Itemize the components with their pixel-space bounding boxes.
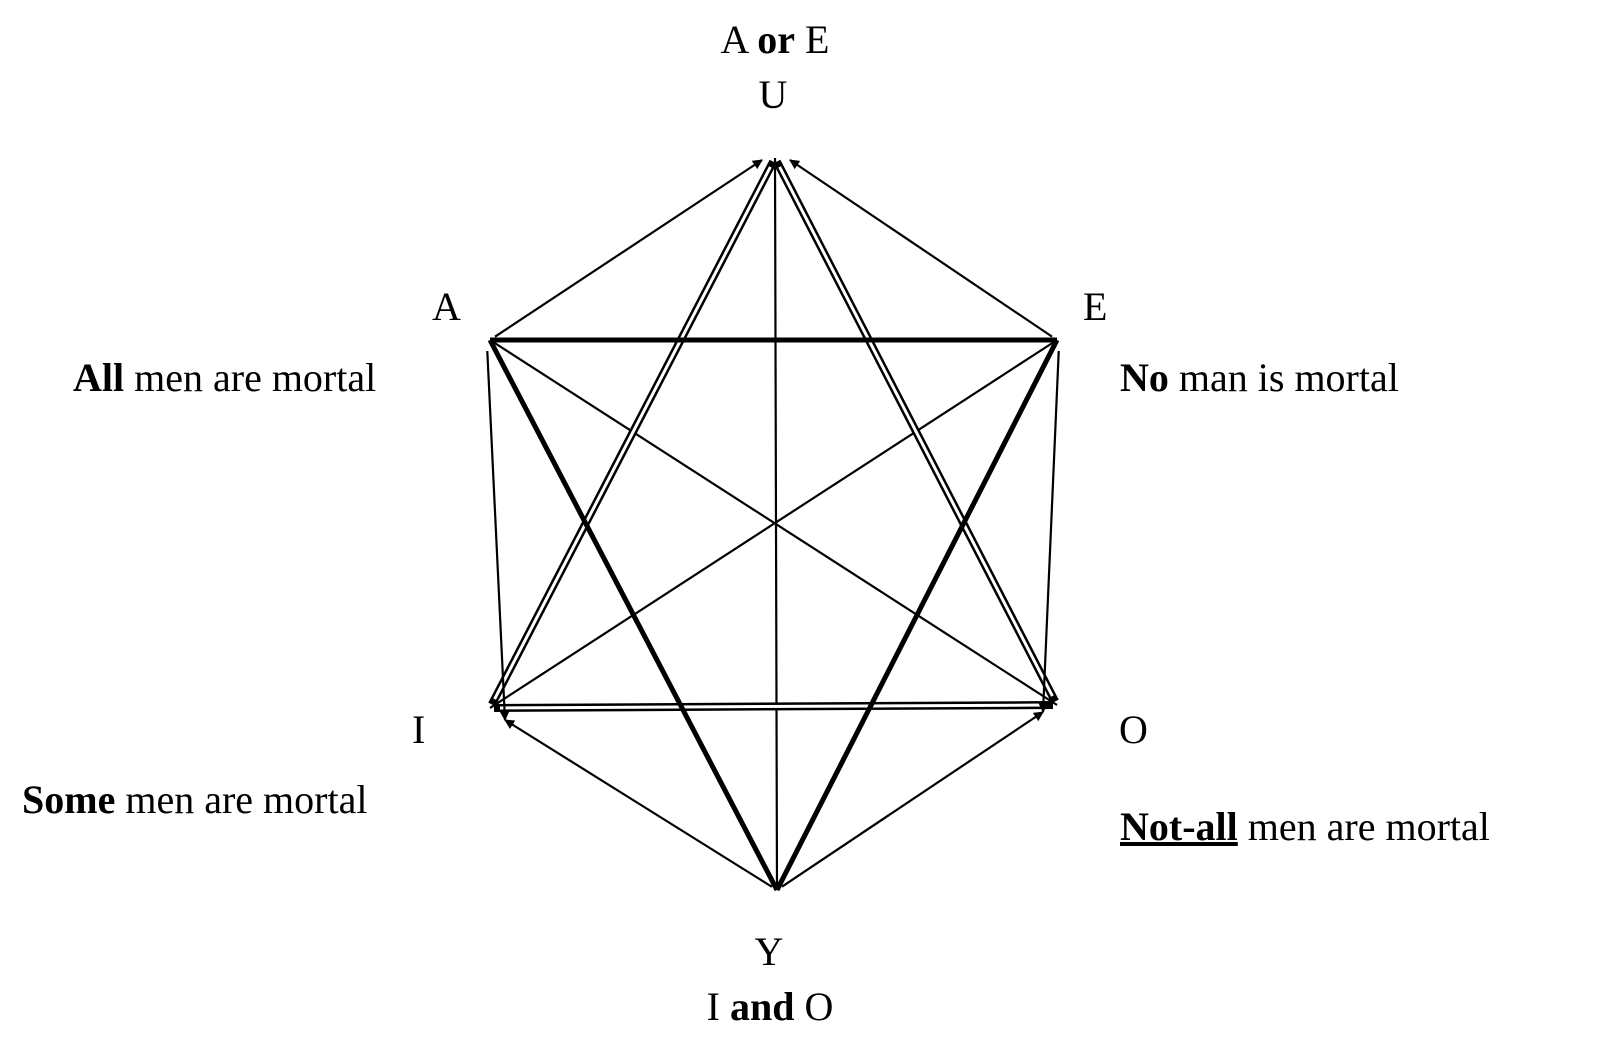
vertex-a-label: A: [432, 284, 461, 329]
contradiction-line-E-I: [489, 339, 1058, 709]
vertex-o-label: O: [1119, 707, 1148, 752]
quantifier: All: [73, 355, 125, 400]
subalternation-arrow-Y-I: [504, 719, 773, 888]
caption-operator: and: [729, 984, 795, 1029]
caption-operator: or: [757, 17, 796, 62]
caption-a: A: [720, 17, 748, 62]
quantifier: Some: [22, 777, 116, 822]
sentence-rest: men are mortal: [1237, 804, 1490, 849]
subcontrariety-line-inner-U-I: [493, 166, 772, 700]
sentence-rest: men are mortal: [115, 777, 368, 822]
vertex-i-label: I: [412, 707, 426, 752]
vertex-a-sentence: All men are mortal: [73, 358, 376, 398]
vertex-e-label: E: [1083, 284, 1108, 329]
vertex-o-sentence: Not-all men are mortal: [1120, 807, 1490, 847]
vertex-u-label: U: [758, 72, 788, 117]
sentence-rest: man is mortal: [1168, 355, 1399, 400]
vertex-y-label: Y: [754, 929, 784, 974]
subcontrariety-line-inner-U-O: [778, 166, 1054, 697]
caption-b: O: [804, 984, 834, 1029]
vertex-u-caption: A or E: [721, 20, 830, 60]
vertex-i-sentence: Some men are mortal: [22, 780, 367, 820]
subalternation-arrow-A-U: [494, 159, 763, 338]
subalternation-arrow-E-U: [789, 159, 1053, 338]
contradiction-line-U-Y: [773, 157, 779, 891]
sentence-rest: men are mortal: [124, 355, 377, 400]
subalternation-arrow-E-O: [1038, 350, 1060, 713]
subalternation-arrow-A-I: [486, 350, 510, 721]
quantifier: No: [1120, 355, 1169, 400]
subalternation-arrow-Y-O: [781, 711, 1044, 888]
contrariety-line-A-Y: [487, 338, 780, 892]
caption-b: E: [805, 17, 830, 62]
subcontrariety-line-inner-I-O: [499, 703, 1048, 710]
caption-a: I: [706, 984, 720, 1029]
vertex-y-caption: I and O: [707, 987, 834, 1027]
vertex-e-sentence: No man is mortal: [1120, 358, 1399, 398]
contradiction-line-A-O: [489, 339, 1058, 706]
quantifier: Not-all: [1120, 804, 1238, 849]
contrariety-line-E-Y: [774, 338, 1060, 892]
